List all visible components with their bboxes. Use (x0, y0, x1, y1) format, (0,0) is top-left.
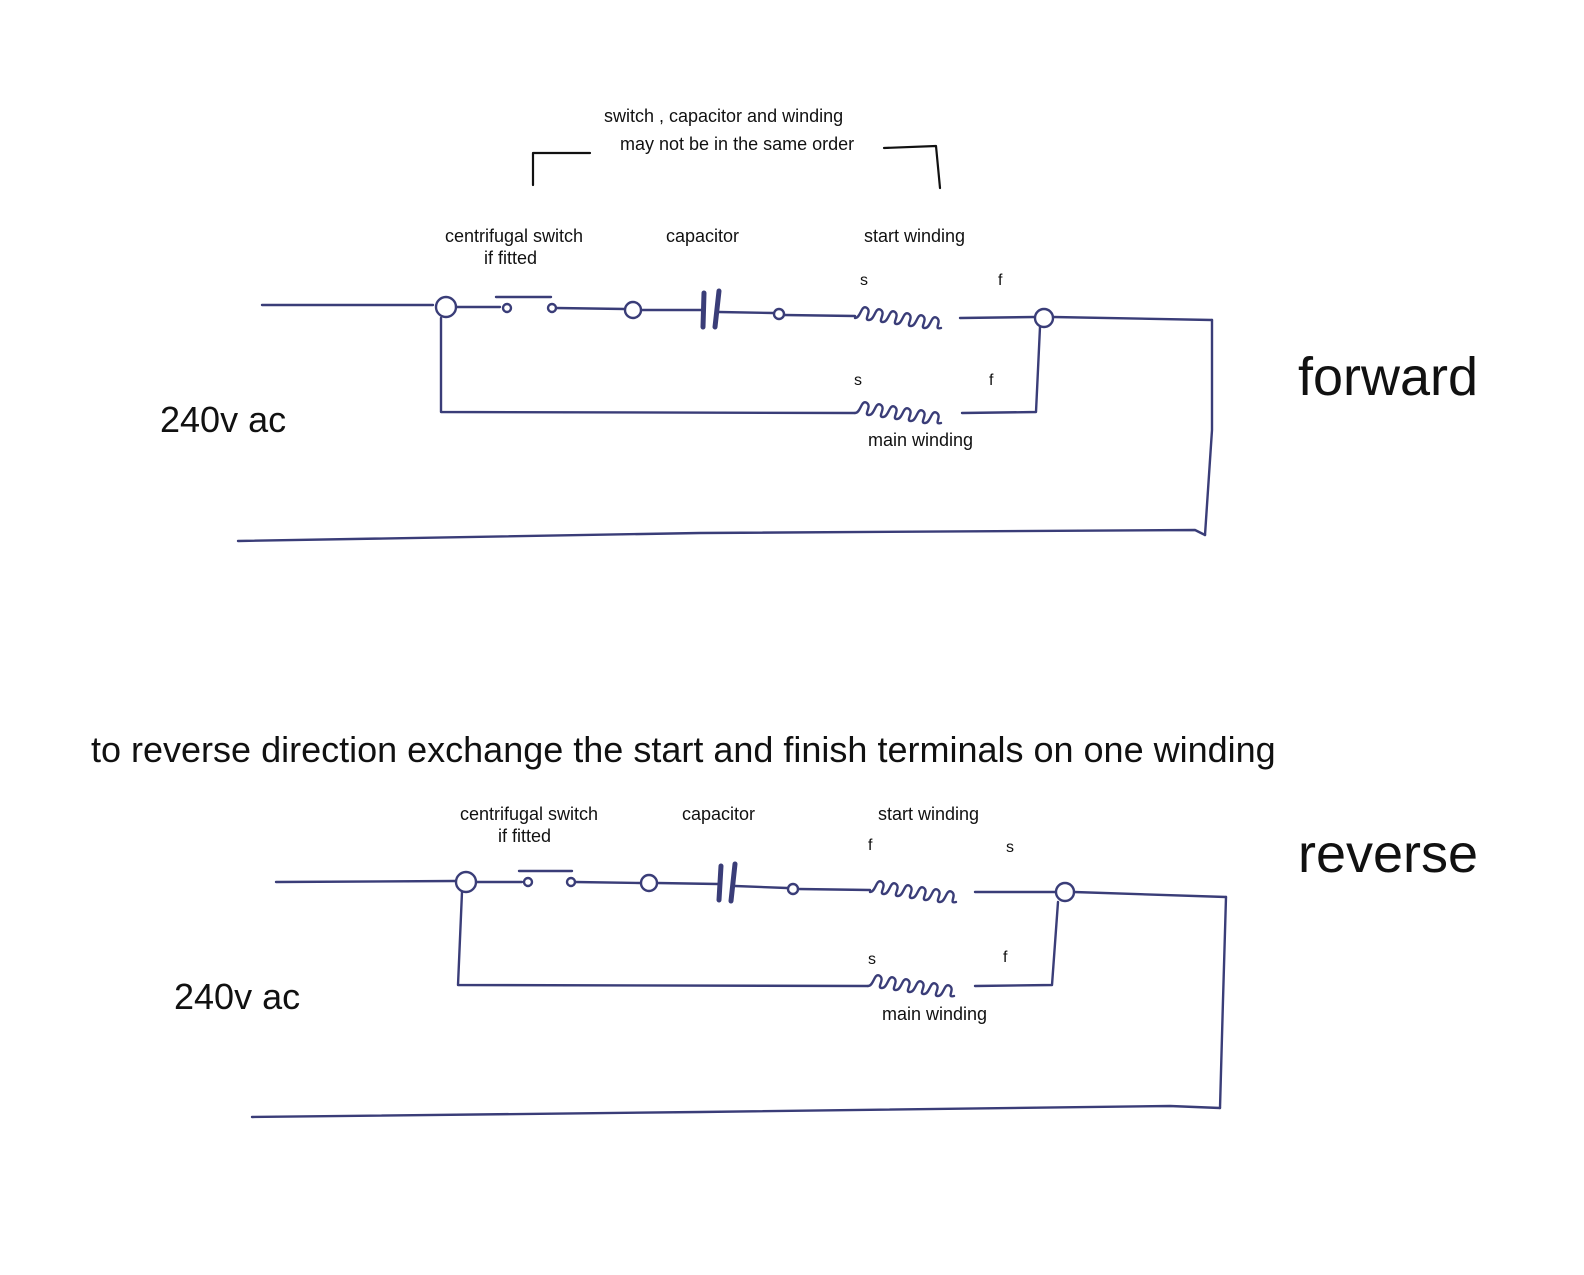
forward-start-left-terminal: s (860, 272, 868, 289)
forward-start-winding-coil (853, 306, 943, 330)
reverse-main-left-terminal: s (868, 951, 876, 968)
forward-return-wire (1203, 318, 1214, 537)
reverse-capacitor (716, 861, 738, 904)
forward-wire (782, 313, 857, 318)
grouping-bracket (531, 144, 942, 190)
reverse-wire (796, 887, 872, 892)
forward-main-branch-left (439, 316, 857, 415)
reverse-title: reverse (1298, 824, 1479, 884)
forward-terminal-cap (623, 300, 643, 320)
reverse-main-winding-label: main winding (882, 1004, 988, 1024)
forward-switch-label-2: if fitted (484, 248, 538, 268)
forward-start-winding-label: start winding (864, 226, 966, 246)
reverse-start-left-terminal: f (868, 837, 873, 854)
forward-wire (1051, 315, 1214, 322)
reverse-capacitor-label: capacitor (682, 804, 756, 824)
forward-supply-label: 240v ac (160, 399, 287, 440)
forward-capacitor-label: capacitor (666, 226, 740, 246)
reverse-supply-label: 240v ac (174, 976, 301, 1017)
order-note-line2: may not be in the same order (620, 134, 855, 154)
reverse-switch-label: centrifugal switch (460, 804, 599, 824)
forward-title: forward (1298, 347, 1479, 407)
reverse-wire (573, 880, 642, 885)
reverse-switch-label-2: if fitted (498, 826, 552, 846)
forward-capacitor (700, 288, 722, 330)
forward-terminal-right (1033, 307, 1055, 329)
reverse-terminal-left (454, 870, 478, 894)
forward-wire (958, 315, 1037, 320)
forward-main-right-terminal: f (989, 372, 994, 389)
forward-circuit (236, 288, 1214, 543)
reverse-supply-line-bottom (250, 1104, 1222, 1119)
reverse-start-right-terminal: s (1006, 839, 1014, 856)
forward-centrifugal-switch (494, 295, 558, 314)
forward-terminal-winding (772, 307, 786, 321)
forward-supply-line-bottom (236, 528, 1207, 543)
reverse-start-winding-label: start winding (878, 804, 980, 824)
reverse-wire (1072, 890, 1228, 899)
forward-wire (717, 310, 775, 315)
forward-main-winding-coil (853, 401, 943, 425)
reverse-return-wire (1218, 895, 1228, 1110)
reverse-main-winding-coil (866, 974, 956, 998)
reverse-centrifugal-switch (517, 869, 577, 888)
reverse-main-right-terminal: f (1003, 949, 1008, 966)
forward-main-left-terminal: s (854, 372, 862, 389)
reverse-wire (655, 881, 720, 886)
forward-main-winding-label: main winding (868, 430, 974, 450)
reverse-terminal-cap (639, 873, 659, 893)
forward-main-branch-right (960, 325, 1042, 415)
reverse-start-winding-coil (868, 880, 958, 904)
reverse-terminal-right (1054, 881, 1076, 903)
reverse-circuit (250, 861, 1228, 1119)
reverse-main-branch-left (456, 890, 870, 988)
forward-wire (554, 306, 627, 311)
forward-start-right-terminal: f (998, 272, 1003, 289)
reverse-main-branch-right (973, 900, 1060, 988)
reverse-wire (733, 884, 789, 890)
reverse-supply-line-top (274, 879, 457, 884)
order-note-line1: switch , capacitor and winding (604, 106, 844, 126)
forward-switch-label: centrifugal switch (445, 226, 584, 246)
reverse-instruction: to reverse direction exchange the start … (91, 729, 1276, 770)
forward-terminal-left (434, 295, 458, 319)
reverse-terminal-winding (786, 882, 800, 896)
